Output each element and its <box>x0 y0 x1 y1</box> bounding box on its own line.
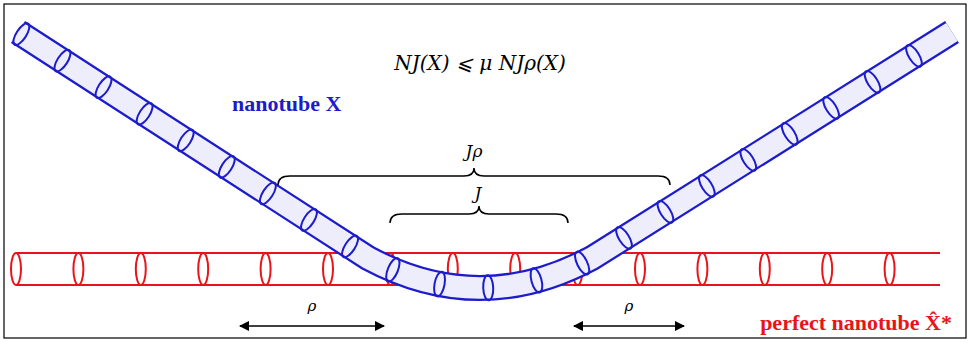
tube-ring <box>885 253 895 285</box>
tube-ring <box>73 253 83 285</box>
distance-label: ρ <box>625 298 634 315</box>
brace <box>278 168 670 185</box>
tube-ring <box>11 253 21 285</box>
tube-ring <box>862 69 884 95</box>
distance-arrow <box>574 325 684 327</box>
tube-wall <box>16 252 940 254</box>
tube-ring <box>298 207 320 233</box>
distance-arrow <box>240 325 384 327</box>
tube-ring <box>696 173 718 199</box>
tube-ring <box>383 256 402 283</box>
interval-label: J <box>475 184 482 203</box>
tube-ring <box>51 47 73 73</box>
distance-label: ρ <box>308 298 317 315</box>
tube-inside <box>18 32 952 288</box>
tube-ring <box>10 21 32 47</box>
tube-ring <box>323 253 333 285</box>
tube-ring <box>483 275 494 300</box>
brace <box>390 206 568 223</box>
tube-ring <box>257 180 279 206</box>
tube-ring <box>572 250 592 277</box>
tube-ring <box>198 253 208 285</box>
tube-ring <box>635 253 645 285</box>
tube-ring <box>737 147 759 173</box>
tube-wall <box>18 32 952 288</box>
brackets <box>240 168 684 326</box>
tube-ring <box>655 199 677 225</box>
tube-ring <box>903 43 925 69</box>
tube-ring <box>175 127 197 153</box>
frame <box>4 4 966 338</box>
tube-ring <box>134 101 156 127</box>
tube-ring <box>528 267 544 294</box>
formula: NJ(X) ⩽ μ NJρ(X) <box>394 52 566 74</box>
tube-name: nanotube X <box>232 92 341 116</box>
tube-ring <box>820 95 842 121</box>
tube-ring <box>261 253 271 285</box>
tube-ring <box>779 121 801 147</box>
tube-ring <box>613 225 635 251</box>
tube-ring <box>216 154 238 180</box>
tube-ring <box>136 253 146 285</box>
tube-ring <box>697 253 707 285</box>
tube-ring <box>93 74 115 100</box>
bent-nanotube <box>10 21 952 301</box>
tube-name: perfect nanotube X̂* <box>760 311 952 335</box>
tube-ring <box>339 233 361 259</box>
tube-ring <box>822 253 832 285</box>
interval-label: Jρ <box>466 142 483 161</box>
tube-ring <box>432 271 447 297</box>
tube-ring <box>760 253 770 285</box>
